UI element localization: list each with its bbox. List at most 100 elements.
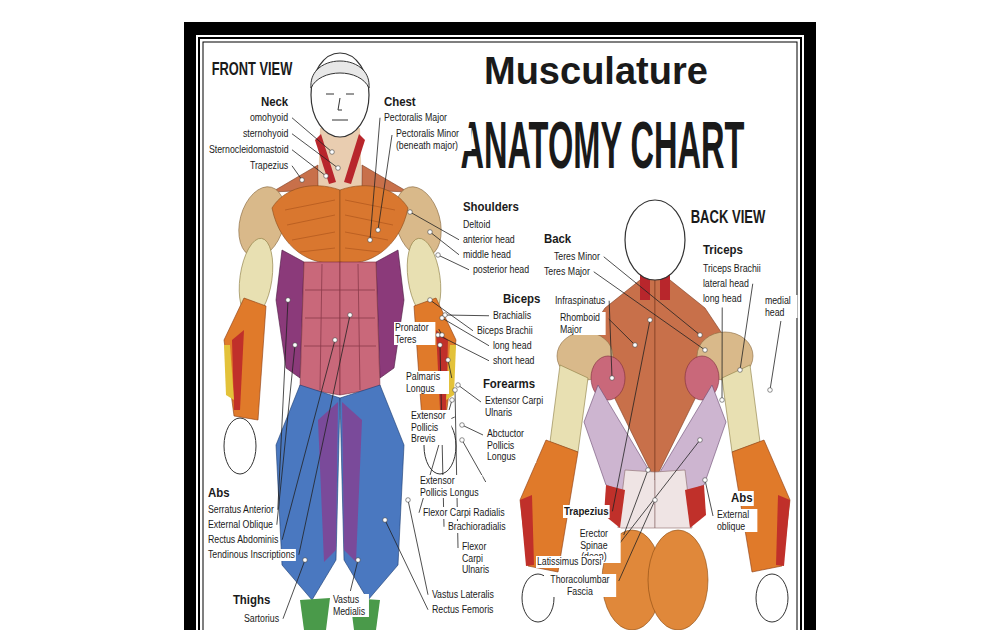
leader-line — [299, 315, 350, 555]
leader-dot — [438, 343, 443, 348]
leader-dot — [428, 298, 433, 303]
leader-line — [430, 232, 459, 255]
thigh-muscle — [318, 402, 338, 562]
muscle-fibre — [285, 200, 335, 252]
muscle-label: Tendinous Inscriptions — [207, 549, 296, 561]
muscle-label: long head — [702, 293, 742, 305]
back-figure-half — [520, 268, 662, 630]
muscle-label: Flexor Carpi Ulnaris — [461, 541, 503, 576]
leader-dot — [368, 238, 373, 243]
muscle-label: External oblique — [716, 509, 758, 532]
leader-dot — [653, 498, 658, 503]
muscle-label: Extensor Carpi Ulnaris — [484, 395, 546, 418]
leader-line — [277, 343, 297, 525]
leader-line — [368, 118, 380, 243]
leader-dot — [436, 253, 441, 258]
muscle-label: External Oblique — [207, 519, 274, 531]
poster-border — [203, 42, 797, 630]
leader-line — [292, 150, 326, 176]
leader-line — [609, 301, 612, 378]
muscle-label: anterior head — [462, 234, 516, 246]
leader-dot — [348, 313, 353, 318]
leader-line — [705, 480, 713, 516]
oblique-muscle — [276, 250, 304, 378]
muscle-label: Rectus Abdominis — [207, 534, 279, 546]
leader-line — [604, 257, 700, 335]
leader-line — [720, 308, 725, 403]
leader-line — [350, 560, 358, 591]
leader-dot — [383, 518, 388, 523]
leader-line — [462, 425, 483, 435]
leader-line — [370, 118, 380, 240]
muscle-label: Teres Major — [543, 266, 591, 278]
leader-dot — [408, 210, 413, 215]
head-outline — [311, 53, 369, 137]
muscle-label: Vastus Medialis — [332, 594, 369, 617]
leader-line — [460, 423, 483, 435]
muscle-label: omohyoid — [249, 112, 289, 124]
leader-line — [604, 257, 703, 338]
leader-dot — [440, 333, 445, 338]
leader-dot — [703, 348, 708, 353]
leader-line — [292, 118, 332, 152]
leader-line — [292, 166, 302, 180]
muscle-label: Pectoralis Major — [383, 112, 448, 124]
leader-line — [609, 319, 638, 347]
poster-border — [199, 38, 801, 630]
leader-line — [770, 321, 781, 390]
leader-line — [350, 558, 360, 591]
leader-line — [277, 345, 295, 525]
muscle-label: Deltoid — [462, 219, 491, 231]
section-heading: Trapezius — [563, 505, 609, 518]
leader-dot — [703, 478, 708, 483]
section-heading: Triceps — [702, 243, 744, 258]
leader-dot — [356, 558, 361, 563]
leader-line — [722, 308, 723, 401]
muscle-label: Sternocleidomastoid — [208, 144, 289, 156]
muscle-label: Thoracolumbar Fascia — [544, 574, 616, 597]
knee-muscle — [300, 598, 330, 630]
leader-line — [443, 313, 489, 318]
leader-line — [282, 338, 337, 540]
section-heading: Abs — [730, 491, 753, 506]
muscle-label: Abctuctor Pollicis Longus — [486, 428, 536, 463]
leader-line — [292, 118, 334, 155]
hand-outline — [224, 418, 256, 474]
leader-line — [428, 230, 459, 255]
muscle-label: Serratus Anterior — [207, 504, 275, 516]
leader-dot — [376, 228, 381, 233]
leader-dot — [450, 398, 455, 403]
muscle-label: Rectus Femoris — [431, 604, 494, 616]
leader-line — [430, 300, 473, 331]
face-detail — [326, 94, 354, 120]
leader-dot — [768, 388, 773, 393]
forearm-muscle — [520, 495, 534, 566]
muscle-label: Biceps Brachii — [476, 325, 534, 337]
leader-dot — [446, 358, 451, 363]
leader-dot — [453, 388, 458, 393]
head-outline — [625, 200, 685, 280]
leader-line — [376, 135, 392, 232]
muscle-label: Infraspinatus — [554, 295, 606, 307]
muscle-label: Pectoralis Minor (beneath major) — [395, 128, 472, 151]
section-heading: Shoulders — [462, 200, 520, 215]
leader-dot — [324, 174, 329, 179]
poster-ground — [196, 35, 804, 630]
leader-line — [292, 134, 340, 171]
section-heading: FRONT VIEW — [211, 58, 293, 80]
leader-line — [385, 520, 428, 610]
thigh-muscle — [276, 385, 340, 600]
muscle-label: Rhomboid Major — [559, 312, 606, 335]
forearm-muscle — [224, 345, 234, 400]
chart-title: ANATOMY CHART — [460, 108, 745, 184]
leader-line — [768, 321, 781, 392]
leader-line — [292, 134, 338, 168]
leader-line — [612, 320, 650, 511]
section-heading: Thighs — [232, 593, 271, 608]
leader-dot — [610, 376, 615, 381]
leader-line — [619, 500, 655, 581]
section-heading: Chest — [383, 95, 417, 110]
muscle-label: posterior head — [472, 264, 530, 276]
leader-dot — [738, 368, 743, 373]
